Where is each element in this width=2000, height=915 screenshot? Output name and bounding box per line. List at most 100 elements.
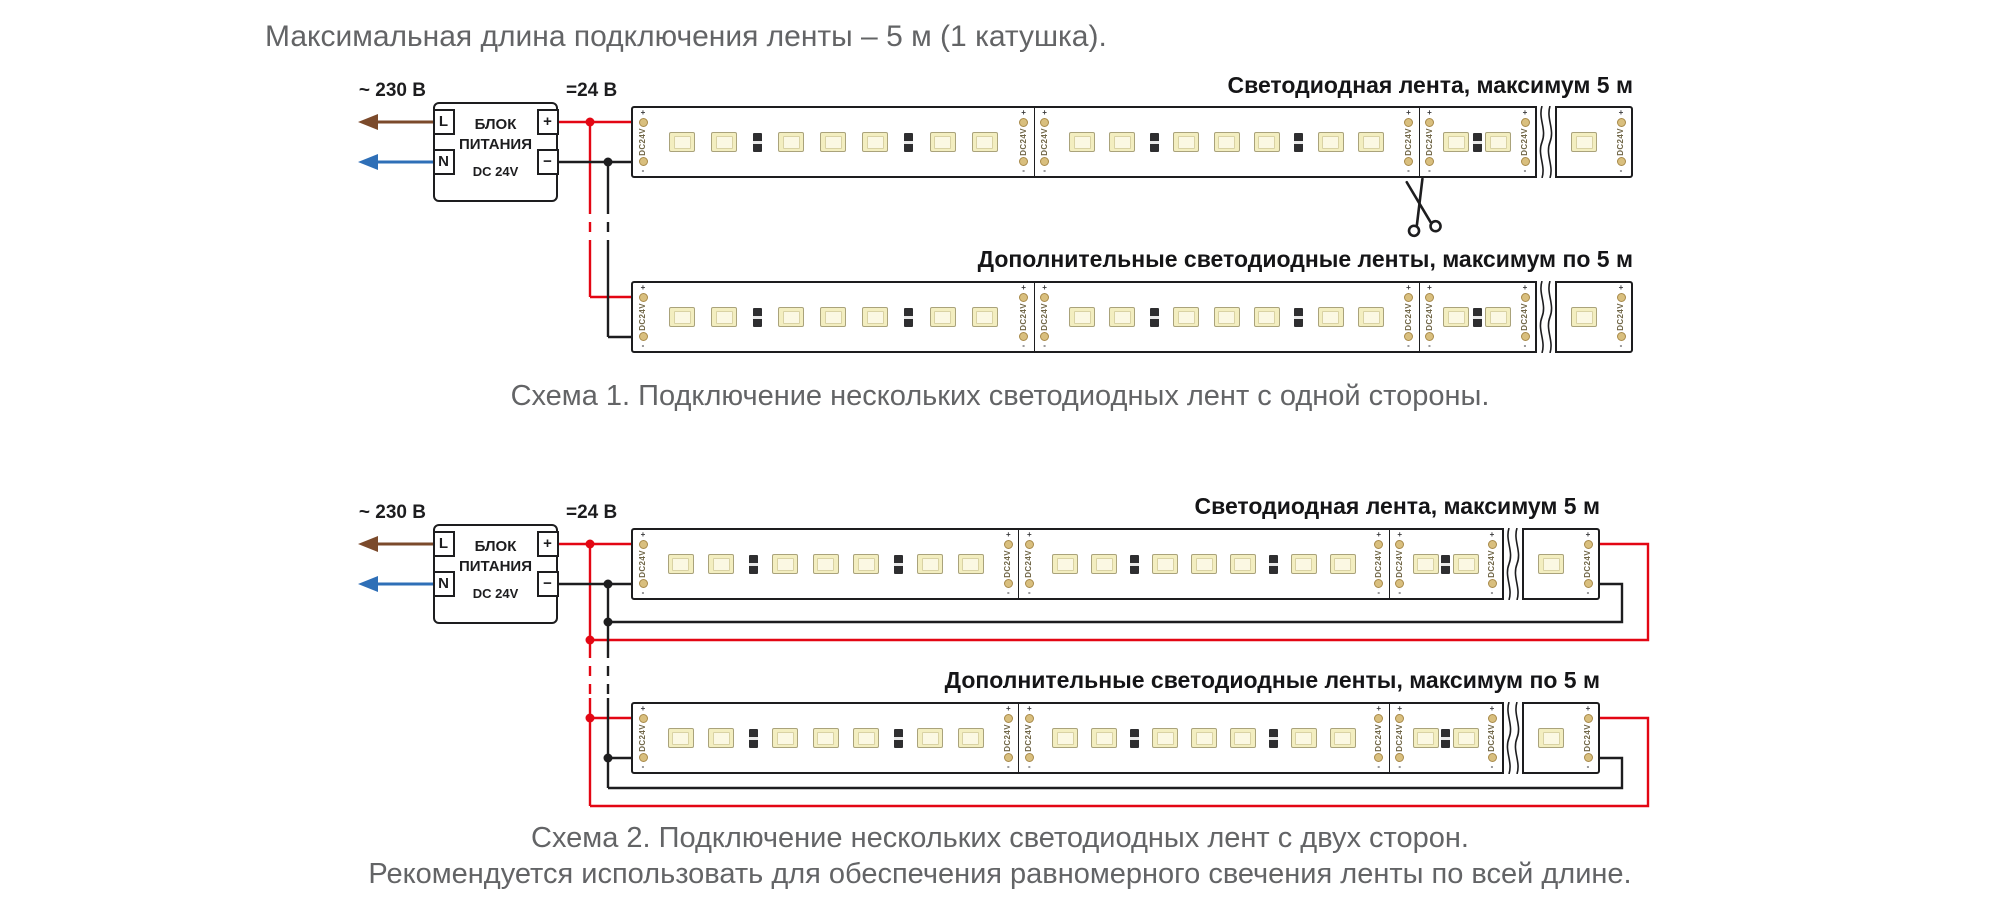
led-core: [1334, 557, 1352, 571]
led-chip-icon: [862, 132, 889, 152]
solder-pad-icon: [1404, 331, 1414, 341]
cut-line: [1033, 108, 1035, 176]
solder-pad-icon: [1003, 752, 1013, 762]
psu-name: БЛОК ПИТАНИЯ DC 24V: [455, 115, 536, 182]
led-chip-icon: [1571, 132, 1597, 152]
psu-name-line2: ПИТАНИЯ: [458, 558, 532, 575]
solder-pad-icon: [1374, 752, 1384, 762]
solder-pad-column: +DC24V-: [1035, 283, 1055, 351]
led-core: [866, 135, 884, 149]
pad-minus-mark: -: [1619, 165, 1623, 175]
pad-minus-mark: -: [641, 587, 645, 597]
led-chip-icon: [1213, 307, 1240, 327]
solder-pad-column: +DC24V-: [633, 283, 653, 351]
pad-voltage-label: DC24V: [1373, 724, 1383, 752]
pad-plus-mark: +: [1406, 108, 1411, 117]
pad-plus-mark: +: [1006, 530, 1011, 539]
led-chip-icon: [711, 307, 738, 327]
led-core: [1575, 310, 1593, 324]
led-chip-icon: [1091, 728, 1118, 748]
led-core: [962, 731, 980, 745]
cut-junction: +DC24V-+DC24V-: [998, 530, 1039, 598]
solder-pad-icon: [1019, 293, 1029, 303]
led-core: [673, 135, 691, 149]
led-segment: [1557, 283, 1611, 351]
led-chip-icon: [772, 728, 799, 748]
resistor-icon: [1472, 132, 1482, 152]
terminal-plus: +: [536, 108, 559, 135]
led-segment: [653, 704, 998, 772]
solder-pad-icon: [638, 752, 648, 762]
resistor-band: [748, 736, 758, 740]
cut-junction: +DC24V-+DC24V-: [1369, 704, 1410, 772]
solder-pad-column: +DC24V-: [1482, 704, 1502, 772]
pad-plus-mark: +: [1042, 283, 1047, 292]
resistor-band: [753, 315, 763, 319]
led-chip-icon: [957, 728, 984, 748]
pad-minus-mark: -: [1398, 761, 1402, 771]
power-supply-unit: L N + − БЛОК ПИТАНИЯ DC 24V: [432, 524, 559, 624]
led-core: [1334, 731, 1352, 745]
scheme2-caption: Схема 2. Подключение нескольких светодио…: [531, 822, 1469, 854]
pad-plus-mark: +: [1376, 704, 1382, 713]
terminal-minus: −: [536, 148, 559, 175]
solder-pad-column: +DC24V-: [1399, 283, 1419, 351]
led-chip-icon: [667, 728, 694, 748]
led-core: [962, 557, 980, 571]
solder-pad-icon: [638, 331, 648, 341]
led-core: [1542, 557, 1560, 571]
led-chip-icon: [929, 307, 956, 327]
led-chip-icon: [1329, 728, 1356, 748]
pad-voltage-label: DC24V: [1487, 550, 1497, 578]
pad-minus-mark: -: [1586, 587, 1590, 597]
solder-pad-icon: [1616, 118, 1626, 128]
led-core: [817, 731, 835, 745]
led-core: [1095, 557, 1113, 571]
strip-label-main: Светодиодная лента, максимум 5 м: [1227, 72, 1634, 98]
led-chip-icon: [1412, 728, 1439, 748]
led-segment: [653, 108, 1014, 176]
led-chip-icon: [971, 132, 998, 152]
led-core: [712, 557, 730, 571]
led-segment: [653, 530, 998, 598]
resistor-band: [1130, 736, 1140, 740]
pad-minus-mark: -: [1586, 761, 1590, 771]
led-core: [934, 135, 951, 149]
strip-break-mark: [1537, 281, 1555, 353]
resistor-icon: [1268, 554, 1278, 574]
pad-minus-mark: -: [1022, 165, 1025, 175]
led-core: [857, 557, 875, 571]
resistor-icon: [748, 554, 758, 574]
led-chip-icon: [1253, 307, 1280, 327]
led-core: [1489, 310, 1507, 324]
solder-pad-icon: [1024, 578, 1034, 588]
led-strip-main: +DC24V-+DC24V-+DC24V-+DC24V-+DC24V-+DC24…: [631, 528, 1600, 600]
led-core: [1234, 557, 1252, 571]
pad-voltage-label: DC24V: [1520, 128, 1529, 156]
solder-pad-icon: [1395, 752, 1405, 762]
led-chip-icon: [1538, 554, 1564, 574]
psu-name-line1: БЛОК: [474, 538, 517, 555]
led-chip-icon: [917, 728, 944, 748]
solder-pad-column: +DC24V-: [1014, 283, 1034, 351]
pad-plus-mark: +: [1406, 283, 1411, 292]
solder-pad-icon: [1425, 156, 1435, 166]
resistor-band: [1268, 736, 1278, 740]
led-chip-icon: [929, 132, 956, 152]
cut-junction: +DC24V-+DC24V-: [1014, 108, 1055, 176]
pad-plus-mark: +: [1618, 108, 1624, 117]
pad-voltage-label: DC24V: [1394, 550, 1404, 578]
resistor-band: [893, 736, 903, 740]
led-chip-icon: [1485, 132, 1512, 152]
led-chip-icon: [1443, 307, 1470, 327]
pad-minus-mark: -: [1007, 587, 1010, 597]
led-core: [1322, 135, 1340, 149]
solder-pad-icon: [1520, 331, 1530, 341]
led-chip-icon: [1052, 728, 1079, 748]
resistor-band: [1130, 562, 1140, 566]
pad-plus-mark: +: [640, 108, 646, 117]
solder-pad-icon: [1425, 331, 1435, 341]
led-chip-icon: [1412, 554, 1439, 574]
led-core: [817, 557, 835, 571]
solder-pad-icon: [1487, 752, 1497, 762]
